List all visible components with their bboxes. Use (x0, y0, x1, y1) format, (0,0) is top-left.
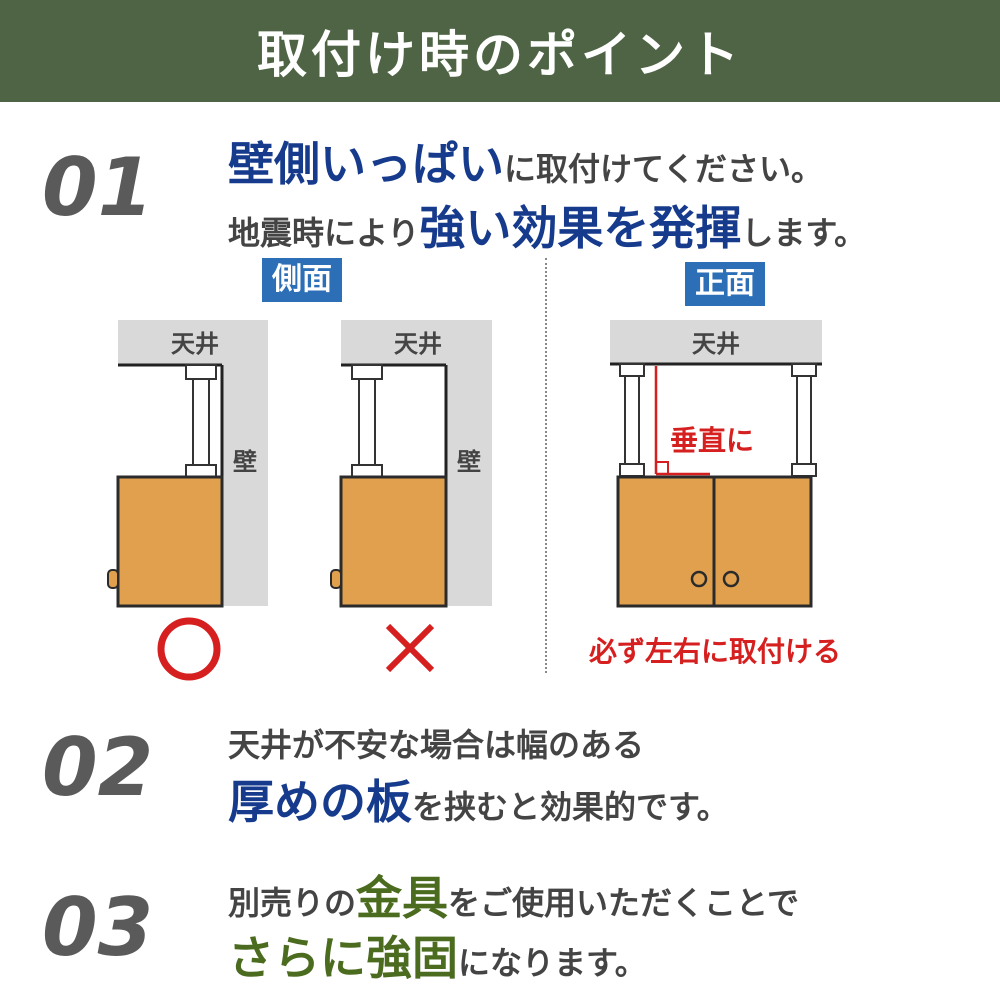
point-1-highlight: 壁側いっぱい (228, 137, 504, 191)
tension-pole (358, 378, 376, 466)
point-2-line-2-rest: を挟むと効果的です。 (412, 788, 729, 826)
wall-block (222, 320, 268, 606)
point-1-line-1-rest: に取付けてください。 (504, 150, 824, 188)
correct-mark-icon (157, 617, 221, 681)
cabinet-knob (107, 569, 119, 589)
wall-block (446, 320, 492, 606)
point-3-line-1: 別売りの金具をご使用いただくことで (228, 862, 799, 928)
side-view-correct: 天井 壁 (107, 320, 268, 681)
front-caption: 必ず左右に取付ける (589, 635, 841, 668)
point-1-line-2-rest: します。 (741, 214, 867, 252)
point-3-number: 03 (42, 881, 154, 974)
point-1-line-1: 壁側いっぱいに取付けてください。 (228, 128, 823, 194)
side-view-tag: 側面 (262, 258, 342, 302)
point-1-number: 01 (42, 141, 154, 234)
wall-label: 壁 (233, 448, 257, 476)
point-2-line-1-text: 天井が不安な場合は幅のある (228, 726, 645, 764)
tension-pole-right (796, 375, 812, 465)
ceiling-block (610, 320, 822, 364)
ceiling-label: 天井 (394, 330, 442, 358)
point-2-number: 02 (42, 721, 154, 814)
tension-pole (192, 378, 210, 466)
point-3-line-2-rest: になります。 (458, 944, 647, 982)
point-1-line-2: 地震時により強い効果を発揮します。 (228, 192, 866, 258)
point-2-line-1: 天井が不安な場合は幅のある (228, 720, 644, 766)
incorrect-mark-icon (385, 623, 435, 673)
cabinet-knob (330, 569, 342, 589)
point-3-highlight-2: さらに強固 (228, 931, 458, 985)
point-3-highlight-1: 金具 (356, 871, 449, 925)
door-knob (722, 570, 740, 588)
point-3-line-2: さらに強固になります。 (228, 922, 647, 988)
front-view: 天井 垂直に 必ず左右に取付ける (589, 320, 841, 668)
diagram-divider (545, 258, 547, 673)
wall-label: 壁 (457, 448, 481, 476)
point-2-line-2: 厚めの板を挟むと効果的です。 (228, 766, 729, 832)
header-banner: 取付け時のポイント (0, 0, 1000, 102)
tension-pole-left (624, 375, 640, 465)
point-2-highlight: 厚めの板 (228, 775, 412, 829)
point-3-line-1-pre: 別売りの (228, 884, 357, 922)
ceiling-label: 天井 (692, 330, 740, 358)
point-3-line-1-rest: をご使用いただくことで (448, 884, 800, 922)
front-view-tag: 正面 (685, 262, 765, 306)
vertical-note: 垂直に (670, 424, 754, 457)
page-title: 取付け時のポイント (257, 26, 743, 84)
point-1-emphasis: 強い効果を発揮 (419, 201, 742, 255)
door-knob (690, 570, 708, 588)
point-1-line-2-pre: 地震時により (228, 214, 420, 252)
ceiling-label: 天井 (171, 330, 219, 358)
cabinet (339, 475, 448, 608)
cabinet (116, 475, 224, 608)
side-view-incorrect: 天井 壁 (330, 320, 492, 673)
